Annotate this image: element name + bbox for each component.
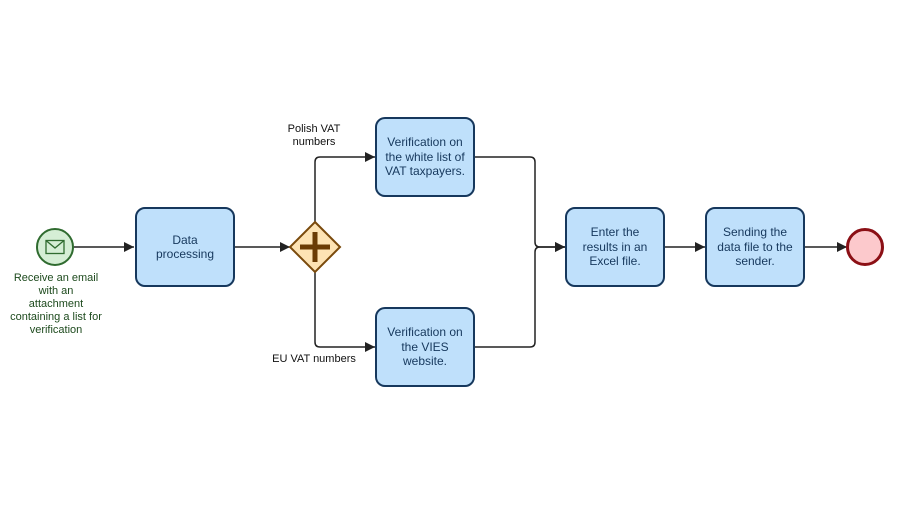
- task-verify-vies[interactable]: Verification on the VIES website.: [375, 307, 475, 387]
- flow-vies-to-excel: [475, 242, 565, 348]
- task-label: Sending the data file to the sender.: [717, 225, 793, 269]
- flow-label-polish-vat: Polish VAT numbers: [287, 123, 341, 148]
- end-event: [846, 228, 884, 266]
- start-event-label: Receive an email with an attachment cont…: [10, 272, 102, 336]
- plus-icon: [300, 232, 330, 262]
- task-label: Data processing: [155, 232, 215, 262]
- flow-gateway-to-vies: [314, 272, 375, 352]
- flow-white-list-to-excel: [475, 156, 565, 252]
- task-verify-white-list[interactable]: Verification on the white list of VAT ta…: [375, 117, 475, 197]
- parallel-gateway: [288, 220, 342, 274]
- task-enter-results[interactable]: Enter the results in an Excel file.: [565, 207, 665, 287]
- envelope-icon: [45, 239, 65, 255]
- flow-gateway-to-white-list: [314, 152, 375, 222]
- task-label: Verification on the white list of VAT ta…: [384, 135, 466, 179]
- task-label: Verification on the VIES website.: [387, 325, 463, 369]
- task-send-file[interactable]: Sending the data file to the sender.: [705, 207, 805, 287]
- flow-label-eu-vat: EU VAT numbers: [272, 353, 356, 365]
- task-data-processing[interactable]: Data processing: [135, 207, 235, 287]
- start-event: [36, 228, 74, 266]
- task-label: Enter the results in an Excel file.: [582, 225, 648, 269]
